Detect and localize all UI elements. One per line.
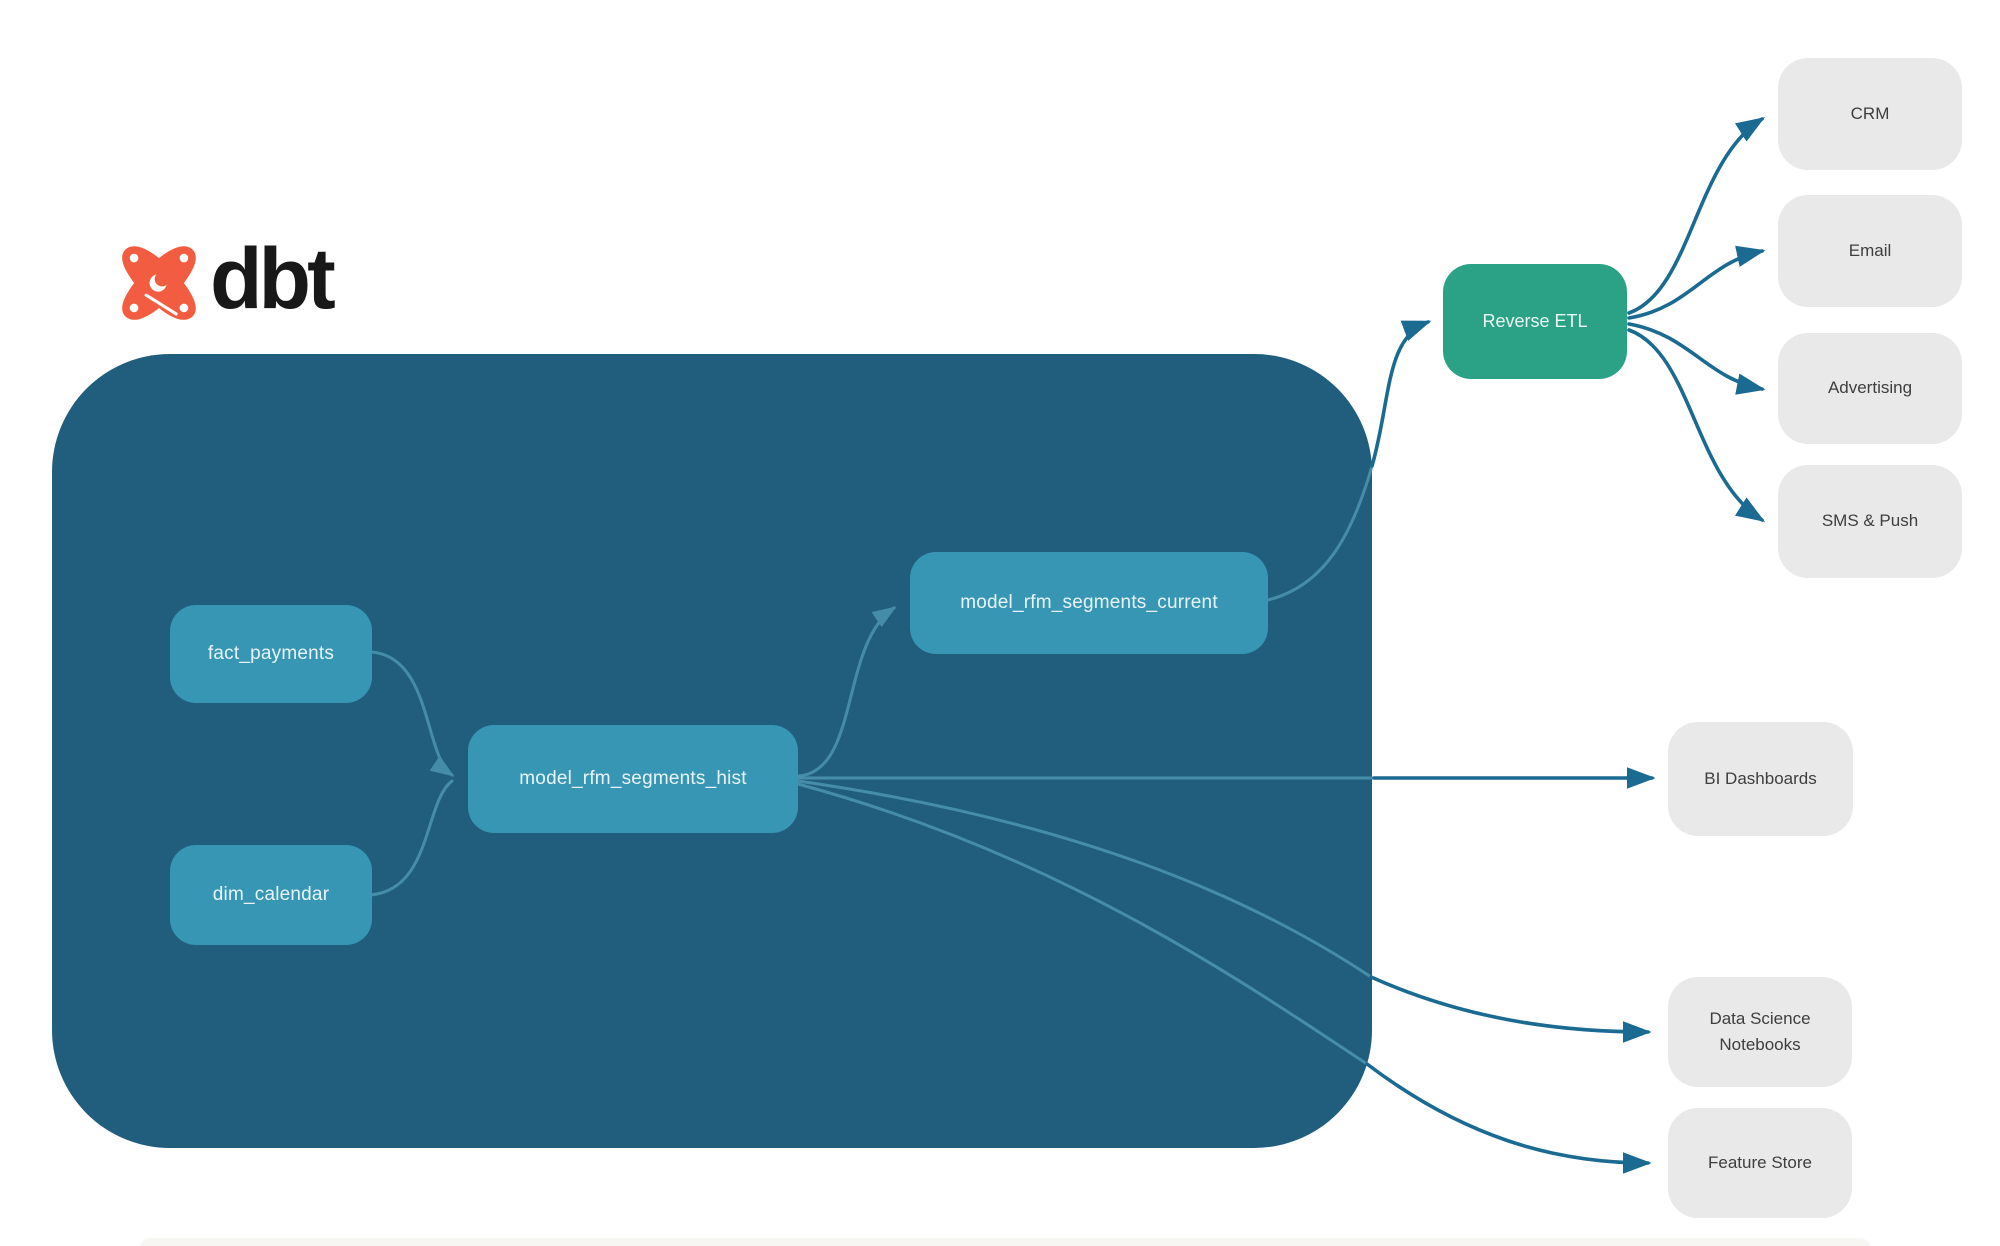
node-dim-calendar[interactable]: dim_calendar	[170, 845, 372, 945]
next-section-peek	[140, 1238, 1870, 1246]
dbt-logo-text: dbt	[210, 231, 336, 327]
node-label: model_rfm_segments_current	[960, 592, 1218, 613]
edge-hist-to-feature-store	[1365, 1062, 1652, 1174]
node-email[interactable]: Email	[1778, 195, 1962, 307]
node-label: Reverse ETL	[1482, 311, 1588, 331]
edge-reverse-etl-to-advertising	[1627, 322, 1766, 395]
node-sms-push[interactable]: SMS & Push	[1778, 465, 1962, 578]
node-reverse-etl[interactable]: Reverse ETL	[1443, 264, 1627, 379]
edge-reverse-etl-to-email	[1627, 245, 1766, 320]
edge-reverse-etl-to-crm	[1627, 117, 1766, 315]
node-label: model_rfm_segments_hist	[519, 768, 747, 789]
node-label: Feature Store	[1708, 1152, 1812, 1172]
node-bi-dashboards[interactable]: BI Dashboards	[1668, 722, 1853, 836]
dbt-logo: dbt	[116, 236, 336, 326]
node-label: Advertising	[1827, 378, 1913, 398]
node-label: Email	[1848, 240, 1892, 260]
node-model-rfm-segments-hist[interactable]: model_rfm_segments_hist	[468, 725, 798, 833]
node-label: BI Dashboards	[1704, 768, 1817, 788]
node-advertising[interactable]: Advertising	[1778, 333, 1962, 444]
dbt-logo-icon	[122, 246, 196, 320]
node-crm[interactable]: CRM	[1778, 58, 1962, 170]
node-feature-store[interactable]: Feature Store	[1668, 1108, 1852, 1218]
edge-current-to-reverse-etl	[1370, 320, 1432, 468]
node-model-rfm-segments-current[interactable]: model_rfm_segments_current	[910, 552, 1268, 654]
node-label: Data Science Notebooks	[1709, 1008, 1811, 1054]
node-label: CRM	[1850, 103, 1890, 123]
node-fact-payments[interactable]: fact_payments	[170, 605, 372, 703]
edge-reverse-etl-to-sms-push	[1627, 328, 1766, 522]
edge-hist-to-data-science-notebooks	[1369, 975, 1652, 1043]
node-label: dim_calendar	[212, 884, 330, 905]
node-label: SMS & Push	[1821, 511, 1919, 531]
node-label: fact_payments	[207, 643, 335, 664]
node-data-science-notebooks[interactable]: Data Science Notebooks	[1668, 977, 1852, 1087]
